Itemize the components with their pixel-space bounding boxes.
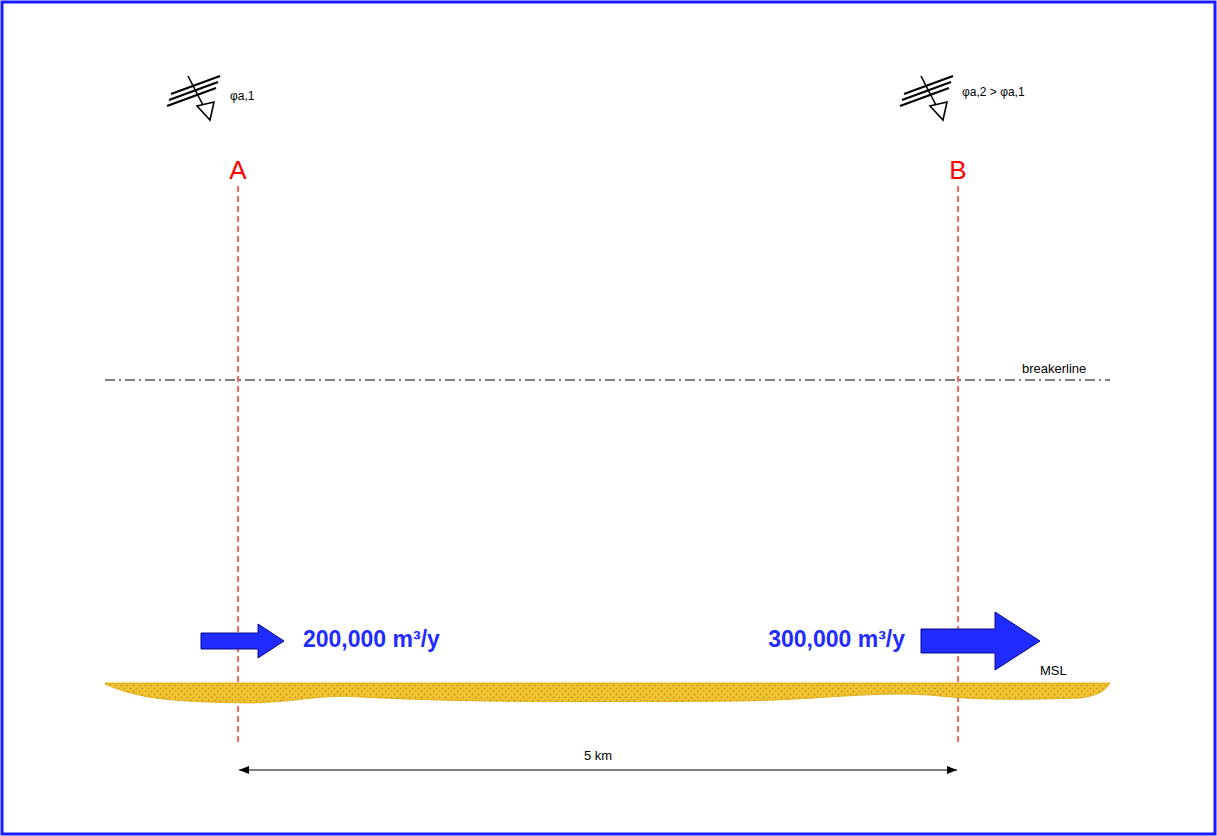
angle-label: φa,2 > φa,1: [962, 86, 1025, 100]
beach: [105, 683, 1110, 703]
transport-rate: 200,000 m³/y: [303, 626, 440, 652]
transport-arrow: [921, 612, 1040, 670]
wave-symbol: [900, 76, 953, 120]
section-name: B: [949, 156, 966, 186]
line-label: breakerline: [1022, 362, 1086, 377]
wave-symbol: [167, 76, 220, 120]
transport-arrow: [201, 624, 284, 658]
section-name: A: [229, 156, 246, 186]
section-line: [237, 186, 238, 745]
angle-label: φa,1: [230, 90, 254, 104]
dimension-arrow: [239, 769, 957, 770]
dimension-label: 5 km: [584, 749, 612, 764]
transport-rate: 300,000 m³/y: [768, 626, 905, 652]
breaker-line: [105, 380, 1110, 381]
level-label: MSL: [1040, 664, 1067, 679]
section-line: [957, 186, 958, 745]
